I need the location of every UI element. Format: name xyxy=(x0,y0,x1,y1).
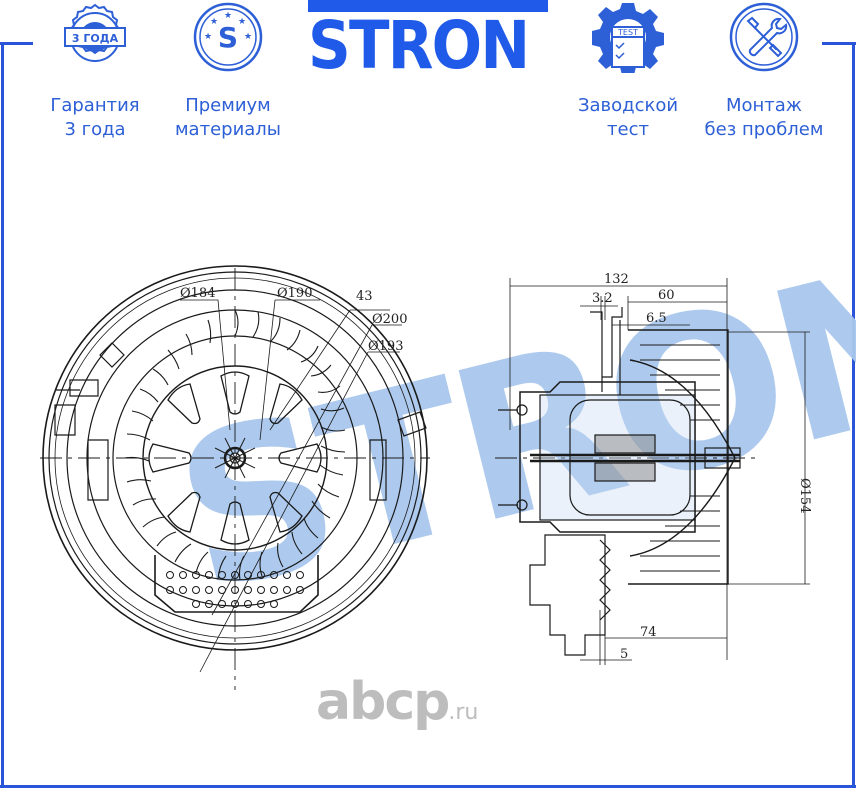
svg-text:★: ★ xyxy=(210,17,218,27)
site-logo-name: abcp xyxy=(316,672,450,732)
svg-text:Ø200: Ø200 xyxy=(372,312,407,327)
svg-text:TEST: TEST xyxy=(617,28,638,37)
feature-label-line1: Монтаж xyxy=(725,95,803,116)
svg-text:132: 132 xyxy=(604,272,629,287)
svg-text:Ø193: Ø193 xyxy=(368,339,403,354)
frame-left xyxy=(1,42,4,788)
feature-factory-test: TEST Заводской тест xyxy=(568,3,688,142)
side-view xyxy=(495,278,810,665)
side-dimensions: 132 3.2 60 6.5 Ø154 74 5 xyxy=(592,272,812,662)
feature-installation: Монтаж без проблем xyxy=(698,2,830,142)
svg-text:★: ★ xyxy=(244,32,252,42)
svg-text:★: ★ xyxy=(238,17,246,27)
svg-text:3.2: 3.2 xyxy=(592,291,613,306)
feature-label-line2: тест xyxy=(607,119,649,140)
premium-s-star-icon: S ★ ★ ★ ★ ★ xyxy=(193,2,263,72)
svg-text:3 ГОДА: 3 ГОДА xyxy=(72,32,119,45)
front-dimensions: Ø184 Ø190 43 Ø200 Ø193 xyxy=(180,286,407,354)
frame-bottom xyxy=(0,785,856,788)
feature-label-line2: 3 года xyxy=(64,119,126,140)
svg-text:60: 60 xyxy=(658,288,675,303)
svg-text:Ø184: Ø184 xyxy=(180,286,215,301)
svg-text:S: S xyxy=(218,21,238,54)
warranty-badge-icon: 3 ГОДА xyxy=(64,3,126,62)
feature-label-line2: без проблем xyxy=(704,119,824,140)
frame-top-left xyxy=(0,42,33,45)
feature-warranty: 3 ГОДА Гарантия 3 года xyxy=(40,3,150,142)
feature-premium: S ★ ★ ★ ★ ★ Премиум материалы xyxy=(168,2,288,142)
factory-test-gear-icon: TEST xyxy=(592,3,664,73)
front-view xyxy=(40,265,430,690)
feature-label-line1: Заводской xyxy=(577,95,679,116)
svg-text:74: 74 xyxy=(640,625,657,640)
logo-text: STRON xyxy=(308,7,530,84)
wrench-screwdriver-icon xyxy=(729,2,799,72)
frame-right xyxy=(852,42,855,788)
svg-text:★: ★ xyxy=(204,32,212,42)
abcp-site-logo: abcp.ru xyxy=(316,672,478,743)
svg-text:Ø190: Ø190 xyxy=(277,286,312,301)
feature-label-line1: Премиум xyxy=(185,95,271,116)
brand-logo: STRON xyxy=(308,0,548,84)
frame-top-right xyxy=(822,42,856,45)
svg-text:6.5: 6.5 xyxy=(646,311,667,326)
feature-label-line1: Гарантия xyxy=(50,95,140,116)
svg-text:Ø154: Ø154 xyxy=(797,478,812,513)
svg-text:5: 5 xyxy=(620,647,628,662)
svg-text:★: ★ xyxy=(224,11,232,21)
svg-text:43: 43 xyxy=(356,289,373,304)
logo-bar xyxy=(308,0,548,12)
feature-label-line2: материалы xyxy=(174,119,282,140)
site-logo-tld: .ru xyxy=(448,700,479,725)
